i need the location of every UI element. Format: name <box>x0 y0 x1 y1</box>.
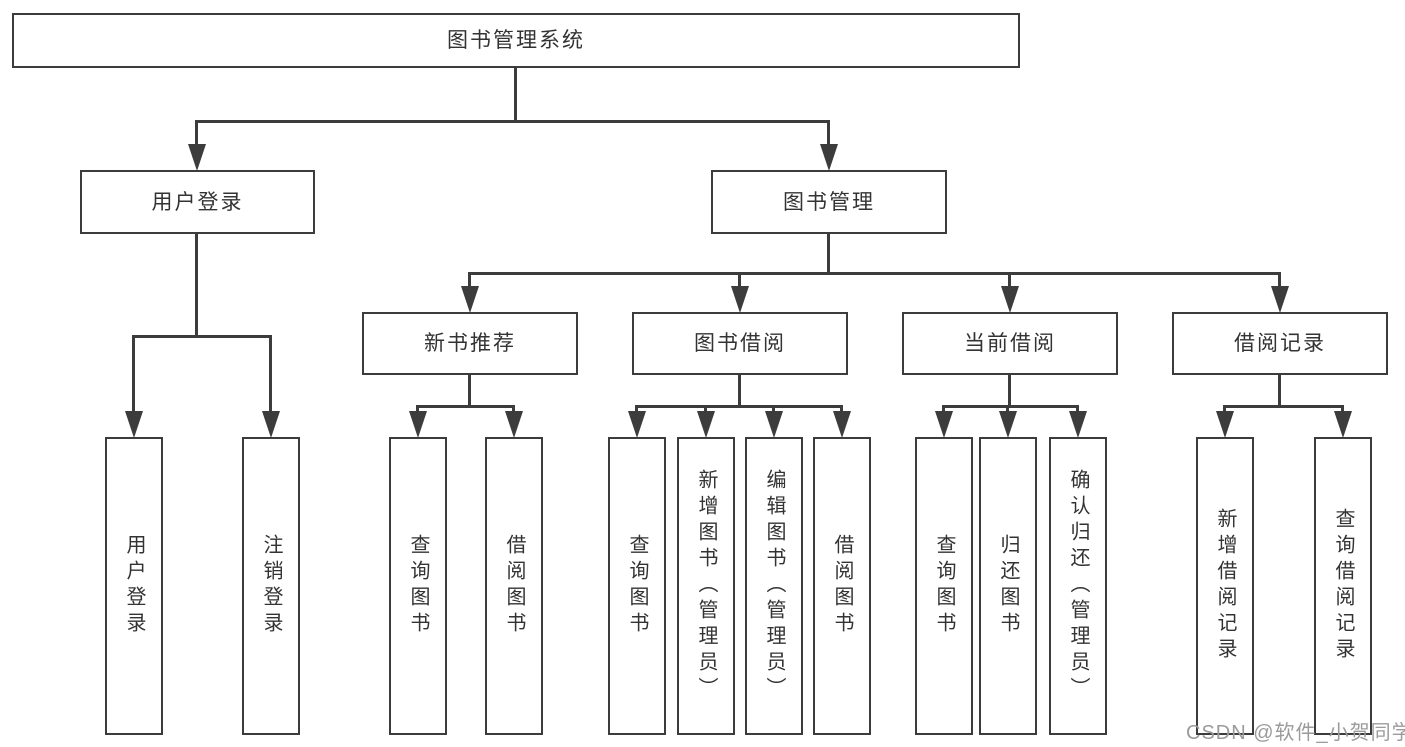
node-user-login: 用户登录 <box>80 170 315 234</box>
leaf-user-login: 用户登录 <box>105 437 163 735</box>
arrowhead-down-icon <box>765 411 783 438</box>
leaf-query-books-recommend-label: 查询图书 <box>407 534 429 638</box>
connector-line <box>827 234 830 275</box>
connector-line <box>1278 272 1281 288</box>
csdn-watermark: CSDN @软件_小贺同学 <box>1186 722 1405 744</box>
arrowhead-down-icon <box>833 411 851 438</box>
node-library-system: 图书管理系统 <box>12 13 1020 68</box>
leaf-logout: 注销登录 <box>242 437 300 735</box>
leaf-logout-label: 注销登录 <box>260 534 282 638</box>
connector-line <box>1223 405 1344 408</box>
arrowhead-down-icon <box>125 411 143 438</box>
connector-line <box>132 335 272 338</box>
connector-line <box>635 405 638 415</box>
node-borrowing-records: 借阅记录 <box>1172 312 1388 375</box>
connector-line <box>1076 405 1079 415</box>
arrowhead-down-icon <box>697 411 715 438</box>
connector-line <box>635 405 843 408</box>
leaf-user-login-label: 用户登录 <box>123 534 145 638</box>
connector-line <box>269 335 272 413</box>
arrowhead-down-icon <box>628 411 646 438</box>
connector-line <box>738 272 741 288</box>
connector-line <box>840 405 843 415</box>
leaf-add-borrow-record-label: 新增借阅记录 <box>1214 508 1236 664</box>
leaf-confirm-return-admin-label: 确认归还（管理员） <box>1067 469 1089 703</box>
arrowhead-down-icon <box>935 411 953 438</box>
node-new-book-recommend-label: 新书推荐 <box>424 332 516 355</box>
leaf-edit-books-admin-label: 编辑图书（管理员） <box>763 469 785 703</box>
connector-line <box>468 272 1281 275</box>
leaf-query-books-borrowing-label: 查询图书 <box>626 534 648 638</box>
leaf-confirm-return-admin: 确认归还（管理员） <box>1049 437 1107 735</box>
connector-line <box>772 405 775 415</box>
arrowhead-down-icon <box>461 286 479 313</box>
connector-line <box>1008 375 1011 408</box>
connector-line <box>195 234 198 338</box>
connector-line <box>195 120 198 147</box>
leaf-borrow-books-borrowing: 借阅图书 <box>813 437 871 735</box>
connector-line <box>1278 375 1281 408</box>
arrowhead-down-icon <box>409 411 427 438</box>
connector-line <box>468 272 471 288</box>
node-user-login-label: 用户登录 <box>151 190 244 214</box>
arrowhead-down-icon <box>1216 411 1234 438</box>
node-new-book-recommend: 新书推荐 <box>362 312 578 375</box>
leaf-borrow-books-recommend: 借阅图书 <box>485 437 543 735</box>
connector-line <box>416 405 419 415</box>
connector-line <box>827 120 830 147</box>
arrowhead-down-icon <box>999 411 1017 438</box>
node-book-borrowing: 图书借阅 <box>632 312 848 375</box>
leaf-query-books-current-label: 查询图书 <box>933 534 955 638</box>
connector-line <box>132 335 135 413</box>
node-library-system-label: 图书管理系统 <box>447 29 585 52</box>
connector-line <box>1223 405 1226 415</box>
connector-line <box>704 405 707 415</box>
connector-line <box>738 375 741 408</box>
node-book-borrowing-label: 图书借阅 <box>694 332 786 355</box>
arrowhead-down-icon <box>505 411 523 438</box>
connector-line <box>512 405 515 415</box>
connector-line <box>195 120 830 123</box>
connector-line <box>1008 272 1011 288</box>
connector-line <box>942 405 1079 408</box>
arrowhead-down-icon <box>731 286 749 313</box>
arrowhead-down-icon <box>1001 286 1019 313</box>
connector-line <box>514 68 517 123</box>
leaf-query-borrow-record: 查询借阅记录 <box>1314 437 1372 735</box>
connector-line <box>468 375 471 408</box>
leaf-query-borrow-record-label: 查询借阅记录 <box>1332 508 1354 664</box>
connector-line <box>942 405 945 415</box>
node-book-management: 图书管理 <box>711 170 947 234</box>
arrowhead-down-icon <box>1334 411 1352 438</box>
connector-line <box>416 405 515 408</box>
arrowhead-down-icon <box>188 144 206 171</box>
leaf-return-books-label: 归还图书 <box>997 534 1019 638</box>
arrowhead-down-icon <box>1271 286 1289 313</box>
arrowhead-down-icon <box>1069 411 1087 438</box>
node-book-management-label: 图书管理 <box>783 190 875 214</box>
leaf-borrow-books-recommend-label: 借阅图书 <box>503 534 525 638</box>
leaf-query-books-current: 查询图书 <box>915 437 973 735</box>
connector-line <box>1006 405 1009 415</box>
leaf-borrow-books-borrowing-label: 借阅图书 <box>831 534 853 638</box>
node-borrowing-records-label: 借阅记录 <box>1234 332 1326 355</box>
node-current-borrowing-label: 当前借阅 <box>964 332 1056 355</box>
arrowhead-down-icon <box>262 411 280 438</box>
leaf-add-borrow-record: 新增借阅记录 <box>1196 437 1254 735</box>
leaf-add-books-admin: 新增图书（管理员） <box>677 437 735 735</box>
node-current-borrowing: 当前借阅 <box>902 312 1118 375</box>
arrowhead-down-icon <box>820 144 838 171</box>
leaf-edit-books-admin: 编辑图书（管理员） <box>745 437 803 735</box>
leaf-query-books-recommend: 查询图书 <box>389 437 447 735</box>
connector-line <box>1341 405 1344 415</box>
leaf-add-books-admin-label: 新增图书（管理员） <box>695 469 717 703</box>
leaf-query-books-borrowing: 查询图书 <box>608 437 666 735</box>
leaf-return-books: 归还图书 <box>979 437 1037 735</box>
